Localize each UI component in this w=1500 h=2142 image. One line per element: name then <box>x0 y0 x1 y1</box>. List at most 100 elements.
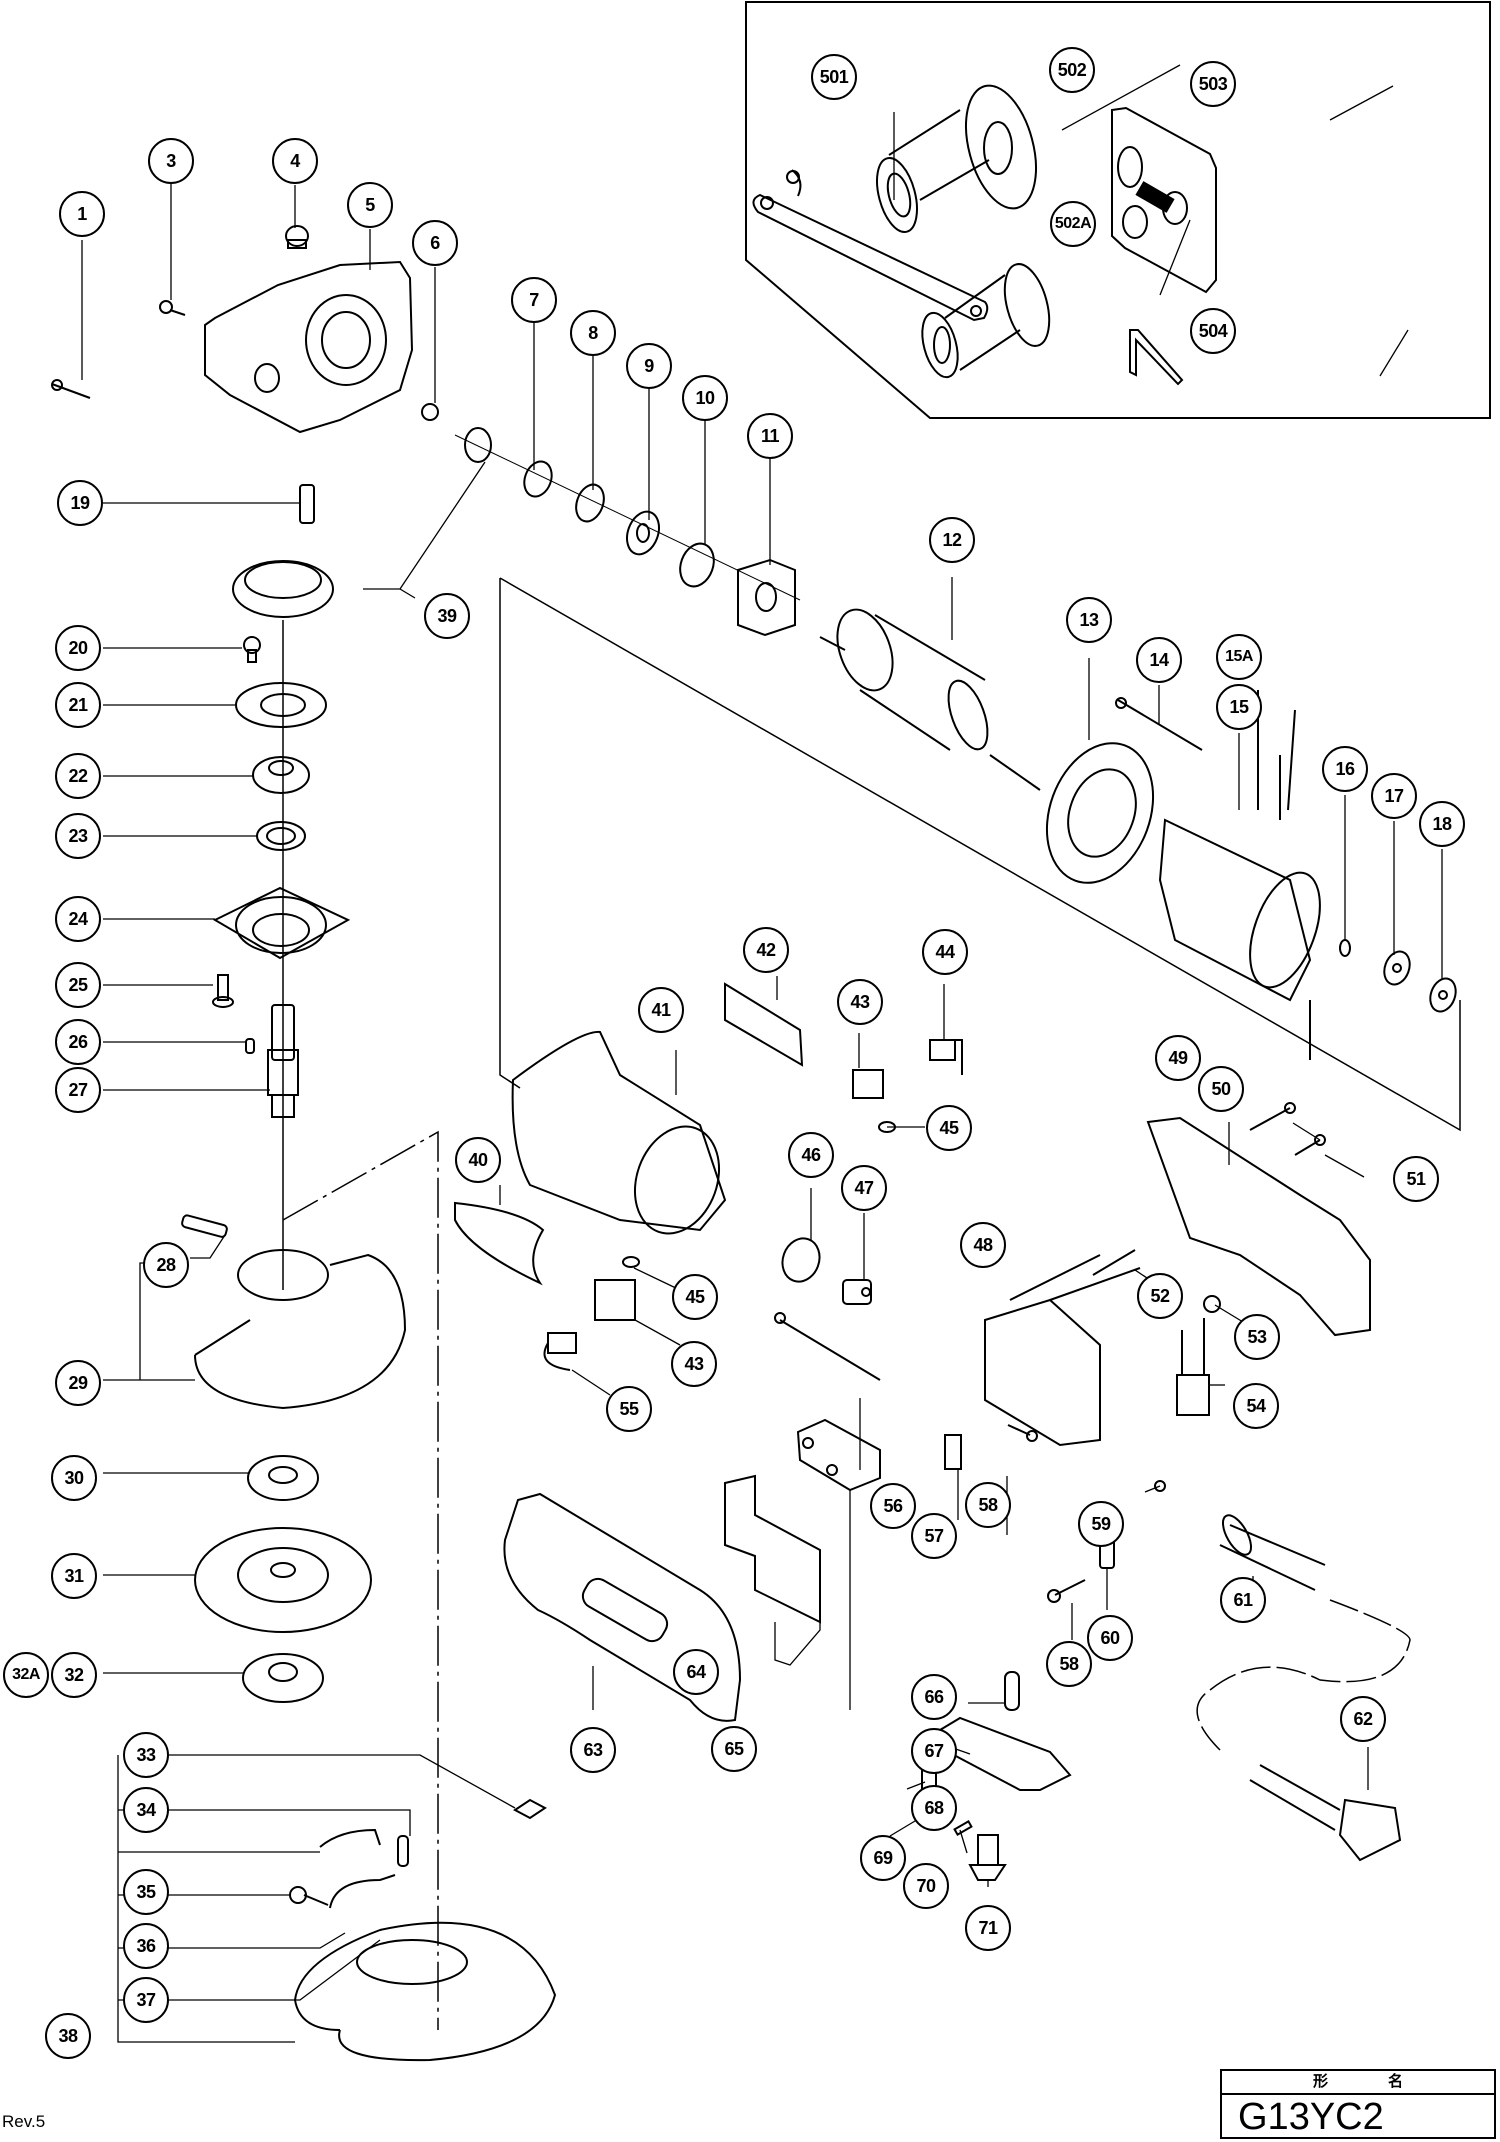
callout-42[interactable]: 42 <box>743 927 789 973</box>
callout-40[interactable]: 40 <box>455 1137 501 1183</box>
callout-8[interactable]: 8 <box>570 310 616 356</box>
callout-59[interactable]: 59 <box>1078 1501 1124 1547</box>
callout-65[interactable]: 65 <box>711 1726 757 1772</box>
callout-47[interactable]: 47 <box>841 1165 887 1211</box>
callout-4[interactable]: 4 <box>272 138 318 184</box>
callout-34[interactable]: 34 <box>123 1787 169 1833</box>
callout-5[interactable]: 5 <box>347 182 393 228</box>
callout-501[interactable]: 501 <box>811 54 857 100</box>
callout-13[interactable]: 13 <box>1066 597 1112 643</box>
callout-70[interactable]: 70 <box>903 1863 949 1909</box>
callout-53[interactable]: 53 <box>1234 1314 1280 1360</box>
part-29-wheel-guard <box>194 1249 407 1410</box>
part-14-screw <box>1115 697 1203 751</box>
callout-57[interactable]: 57 <box>911 1513 957 1559</box>
callout-54[interactable]: 54 <box>1233 1383 1279 1429</box>
callout-44[interactable]: 44 <box>922 929 968 975</box>
callout-51[interactable]: 51 <box>1393 1156 1439 1202</box>
part-61-cord-armor <box>1219 1514 1326 1591</box>
callout-58-lower[interactable]: 58 <box>1046 1641 1092 1687</box>
callout-66[interactable]: 66 <box>911 1674 957 1720</box>
callout-504[interactable]: 504 <box>1190 308 1236 354</box>
callout-56[interactable]: 56 <box>870 1483 916 1529</box>
part-58a-screw <box>1007 1424 1038 1442</box>
part-58b-screw <box>1047 1579 1086 1603</box>
callout-35[interactable]: 35 <box>123 1869 169 1915</box>
callout-63[interactable]: 63 <box>570 1727 616 1773</box>
part-16-washer <box>1339 939 1351 957</box>
callout-12[interactable]: 12 <box>929 517 975 563</box>
callout-23[interactable]: 23 <box>55 813 101 859</box>
callout-28[interactable]: 28 <box>143 1242 189 1288</box>
callout-52[interactable]: 52 <box>1137 1273 1183 1319</box>
part-64-insulator <box>724 1474 821 1624</box>
callout-37[interactable]: 37 <box>123 1977 169 2023</box>
callout-67[interactable]: 67 <box>911 1728 957 1774</box>
callout-50[interactable]: 50 <box>1198 1066 1244 1112</box>
part-20-screw <box>243 636 261 663</box>
callout-22[interactable]: 22 <box>55 753 101 799</box>
callout-45-upper[interactable]: 45 <box>926 1105 972 1151</box>
part-49-handle-cover <box>1146 1116 1371 1337</box>
callout-21[interactable]: 21 <box>55 682 101 728</box>
callout-15[interactable]: 15 <box>1216 684 1262 730</box>
callout-11[interactable]: 11 <box>747 413 793 459</box>
part-39-pinion-gear <box>464 427 492 463</box>
part-8-ring <box>575 483 605 523</box>
callout-26[interactable]: 26 <box>55 1019 101 1065</box>
callout-7[interactable]: 7 <box>511 277 557 323</box>
callout-33[interactable]: 33 <box>123 1732 169 1778</box>
callout-55[interactable]: 55 <box>606 1386 652 1432</box>
callout-3[interactable]: 3 <box>148 138 194 184</box>
part-6-nut <box>421 403 439 421</box>
callout-58-upper[interactable]: 58 <box>965 1482 1011 1528</box>
callout-503[interactable]: 503 <box>1190 61 1236 107</box>
callout-1[interactable]: 1 <box>59 191 105 237</box>
callout-62[interactable]: 62 <box>1340 1696 1386 1742</box>
callout-69[interactable]: 69 <box>860 1835 906 1881</box>
part-30-inner-flange <box>247 1455 319 1501</box>
callout-25[interactable]: 25 <box>55 962 101 1008</box>
callout-61[interactable]: 61 <box>1220 1577 1266 1623</box>
callout-24[interactable]: 24 <box>55 896 101 942</box>
callout-64[interactable]: 64 <box>673 1649 719 1695</box>
callout-27[interactable]: 27 <box>55 1067 101 1113</box>
callout-29[interactable]: 29 <box>55 1360 101 1406</box>
callout-9[interactable]: 9 <box>626 343 672 389</box>
part-48-switch <box>984 1254 1141 1447</box>
part-10-ring <box>679 542 715 588</box>
callout-36[interactable]: 36 <box>123 1923 169 1969</box>
callout-10[interactable]: 10 <box>682 375 728 421</box>
callout-45-lower[interactable]: 45 <box>672 1274 718 1320</box>
callout-48[interactable]: 48 <box>960 1222 1006 1268</box>
model-header-label-1: 形 <box>1312 2073 1328 2090</box>
callout-18[interactable]: 18 <box>1419 801 1465 847</box>
callout-30[interactable]: 30 <box>51 1455 97 1501</box>
callout-32A[interactable]: 32A <box>3 1652 49 1698</box>
callout-43-upper[interactable]: 43 <box>837 979 883 1025</box>
callout-17[interactable]: 17 <box>1371 773 1417 819</box>
callout-14[interactable]: 14 <box>1136 637 1182 683</box>
callout-38[interactable]: 38 <box>45 2013 91 2059</box>
callout-68[interactable]: 68 <box>911 1785 957 1831</box>
power-cord-line <box>1196 1599 1411 1751</box>
callout-20[interactable]: 20 <box>55 625 101 671</box>
callout-46[interactable]: 46 <box>788 1132 834 1178</box>
callout-19[interactable]: 19 <box>57 480 103 526</box>
callout-39[interactable]: 39 <box>424 593 470 639</box>
part-5-gear-cover <box>204 260 414 434</box>
callout-502[interactable]: 502 <box>1049 47 1095 93</box>
callout-15A[interactable]: 15A <box>1216 634 1262 680</box>
callout-49[interactable]: 49 <box>1155 1035 1201 1081</box>
part-7-ring <box>523 460 553 498</box>
callout-71[interactable]: 71 <box>965 1905 1011 1951</box>
callout-32[interactable]: 32 <box>51 1652 97 1698</box>
callout-60[interactable]: 60 <box>1087 1615 1133 1661</box>
callout-6[interactable]: 6 <box>412 220 458 266</box>
part-66-spring <box>1004 1671 1020 1711</box>
callout-41[interactable]: 41 <box>638 987 684 1033</box>
callout-16[interactable]: 16 <box>1322 746 1368 792</box>
callout-43-lower[interactable]: 43 <box>671 1341 717 1387</box>
callout-502A[interactable]: 502A <box>1050 201 1096 247</box>
callout-31[interactable]: 31 <box>51 1553 97 1599</box>
